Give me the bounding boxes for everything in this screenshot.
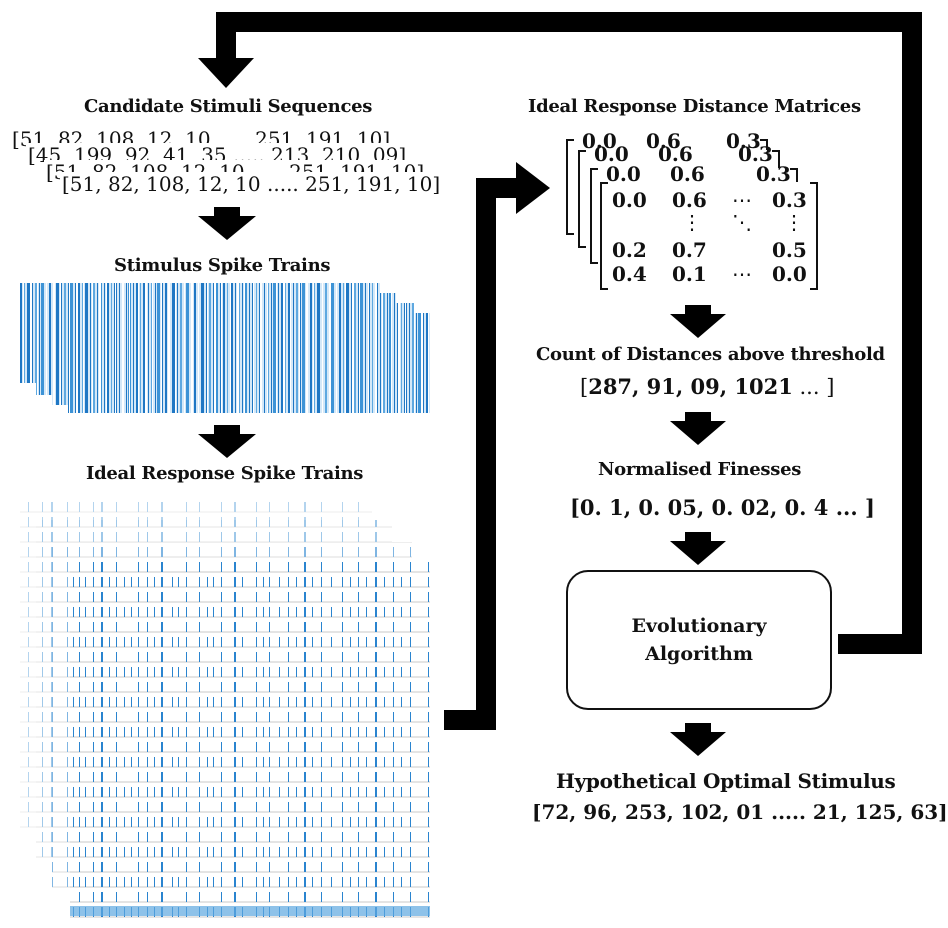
evolutionary-algorithm-box: Evolutionary Algorithm [566, 570, 832, 710]
down-arrow-6 [670, 723, 726, 756]
down-arrow-4 [670, 412, 726, 445]
matrix-cell: 0.6 [672, 188, 707, 212]
matrix-cell: ⋮ [784, 210, 804, 234]
matrix-cell: ⋱ [732, 210, 752, 234]
feedback-loop-line [216, 12, 922, 654]
finesses-vector: [0. 1, 0. 05, 0. 02, 0. 4 ... ] [570, 495, 875, 520]
normalised-finesses-heading: Normalised Finesses [598, 459, 802, 480]
distance-matrices-heading: Ideal Response Distance Matrices [528, 96, 861, 117]
candidate-stimuli-heading: Candidate Stimuli Sequences [84, 96, 373, 117]
ea-label-line1: Evolutionary [631, 615, 767, 637]
response-to-matrix-arrowhead [516, 162, 550, 214]
count-distances-heading: Count of Distances above threshold [536, 344, 885, 365]
count-vector: [287, 91, 09, 1021 ... ] [580, 374, 835, 399]
matrix-cell: ⋯ [732, 262, 752, 286]
ea-label-line2: Algorithm [645, 643, 753, 665]
matrix-cell: 0.2 [612, 238, 647, 262]
matrix-cell: 0.5 [772, 238, 807, 262]
ideal-response-spike-raster [20, 498, 430, 918]
optimal-stimulus-heading: Hypothetical Optimal Stimulus [556, 769, 896, 793]
stimulus-spike-trains-heading: Stimulus Spike Trains [114, 255, 331, 276]
down-arrow-2 [198, 425, 256, 458]
down-arrow-3 [670, 305, 726, 338]
matrix-cell: 0.0 [772, 262, 807, 286]
matrix-cell: ⋯ [732, 188, 752, 212]
response-to-matrix-line [444, 178, 520, 730]
ideal-response-spike-trains-heading: Ideal Response Spike Trains [86, 463, 364, 484]
matrix-cell: 0.4 [612, 262, 647, 286]
sequence-front: [51, 82, 108, 12, 10 ..... 251, 191, 10] [60, 172, 443, 196]
matrix-cell: 0.1 [672, 262, 707, 286]
down-arrow-5 [670, 532, 726, 565]
distance-matrix-front: 0.0 0.6 ⋯ 0.3 ⋮ ⋱ ⋮ 0.2 0.7 0.5 0.4 0.1 … [600, 182, 818, 290]
feedback-arrowhead [198, 58, 254, 88]
down-arrow-1 [198, 207, 256, 240]
matrix-cell: 0.3 [772, 188, 807, 212]
stimulus-spike-raster [20, 283, 430, 413]
optimal-stimulus-vector: [72, 96, 253, 102, 01 ..... 21, 125, 63] [532, 800, 948, 824]
matrix-cell: 0.7 [672, 238, 707, 262]
sequence-back-2: [45, 199, 92, 41, 35 ..... 213, 210, 09] [26, 143, 409, 167]
matrix-cell: 0.0 [612, 188, 647, 212]
matrix-cell: ⋮ [682, 210, 702, 234]
